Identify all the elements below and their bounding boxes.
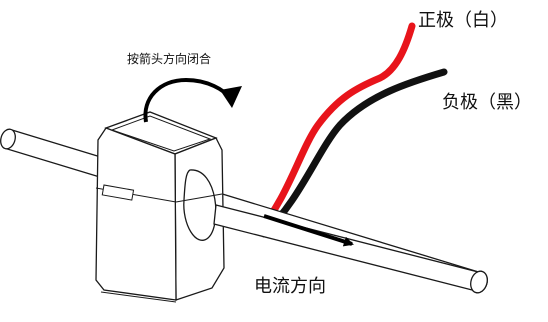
negative-wire (260, 68, 448, 238)
current-transformer (95, 111, 225, 303)
positive-wire (254, 22, 416, 236)
current-direction-label: 电流方向 (254, 276, 326, 297)
current-direction-arrow (263, 214, 354, 247)
positive-lead-label: 正极（白） (418, 10, 508, 31)
close-instruction-label: 按箭头方向闭合 (127, 51, 211, 66)
closing-rotation-arrowhead (220, 86, 242, 108)
conductor-rod-end (470, 270, 488, 294)
negative-lead-label: 负极（黑） (442, 92, 532, 113)
